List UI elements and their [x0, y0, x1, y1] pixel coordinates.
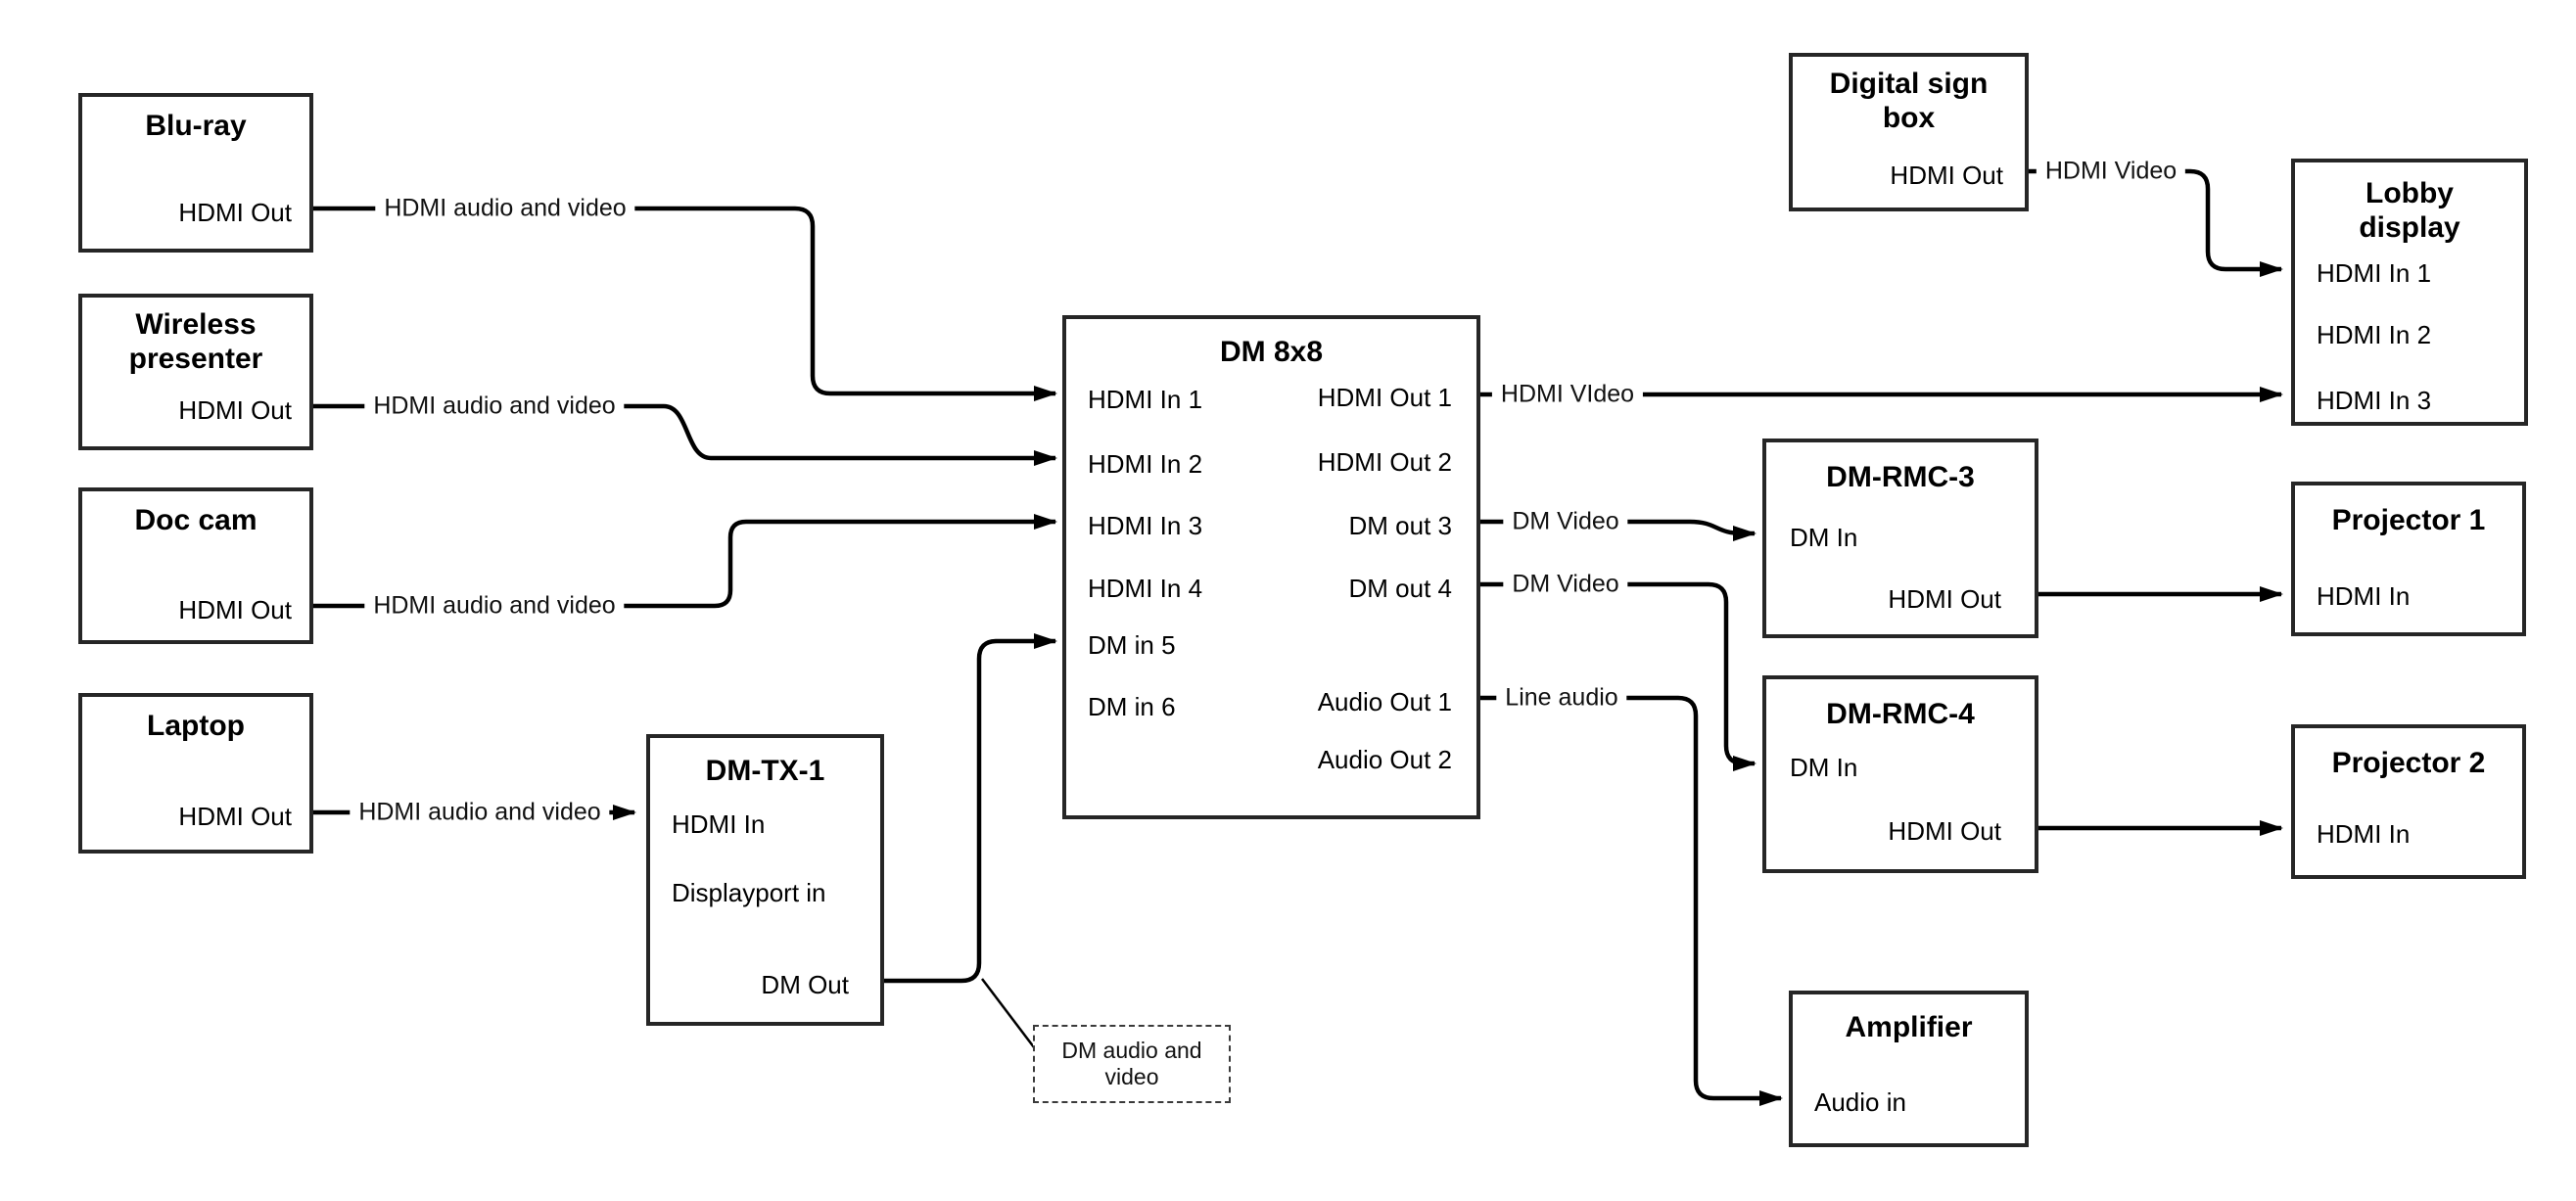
- node-wireless-presenter-title: Wireless presenter: [128, 308, 263, 375]
- node-doc-cam[interactable]: Doc cam HDMI Out: [78, 487, 313, 644]
- node-digital-sign-box-title: Digital sign box: [1829, 68, 1989, 134]
- edge-audio-out-1-amplifier[interactable]: [1480, 695, 1783, 1106]
- node-laptop[interactable]: Laptop HDMI Out: [78, 693, 313, 854]
- node-dm-8x8-port-dm-out-3: DM out 3: [1348, 511, 1453, 540]
- note-callout-line: [981, 978, 1035, 1048]
- node-dm-8x8-port-hdmi-in-1: HDMI In 1: [1088, 385, 1203, 414]
- edge-digital-sign-lobby-hdmi-in-1[interactable]: [2029, 168, 2283, 277]
- node-dm-8x8-port-hdmi-out-2: HDMI Out 2: [1317, 447, 1452, 477]
- node-wireless-presenter-port-hdmi-out: HDMI Out: [178, 395, 292, 425]
- node-dm-8x8-port-audio-out-1: Audio Out 1: [1317, 687, 1452, 716]
- node-lobby-display[interactable]: Lobby display HDMI In 1 HDMI In 2 HDMI I…: [2291, 159, 2528, 426]
- node-wireless-presenter[interactable]: Wireless presenter HDMI Out: [78, 294, 313, 450]
- edge-bluray-dm8x8-hdmi-in-1[interactable]: [313, 206, 1057, 401]
- edge-label-doccam: HDMI audio and video: [364, 591, 625, 621]
- node-doc-cam-port-hdmi-out: HDMI Out: [178, 595, 292, 624]
- node-dm-rmc-4-port-dm-in: DM In: [1790, 753, 1858, 782]
- edge-label-wireless: HDMI audio and video: [364, 392, 625, 421]
- node-dm-8x8-port-hdmi-in-3: HDMI In 3: [1088, 511, 1203, 540]
- node-lobby-display-port-hdmi-in-3: HDMI In 3: [2317, 386, 2432, 415]
- node-dm-rmc-4[interactable]: DM-RMC-4 DM In HDMI Out: [1762, 675, 2038, 873]
- edge-label-laptop: HDMI audio and video: [350, 798, 610, 827]
- node-dm-rmc-4-title: DM-RMC-4: [1826, 698, 1975, 730]
- node-dm-rmc-3-title: DM-RMC-3: [1826, 461, 1975, 493]
- node-dm-rmc-4-port-hdmi-out: HDMI Out: [1888, 816, 2001, 846]
- node-projector-1[interactable]: Projector 1 HDMI In: [2291, 482, 2526, 636]
- node-digital-sign-box-port-hdmi-out: HDMI Out: [1890, 161, 2003, 190]
- node-dm-rmc-3[interactable]: DM-RMC-3 DM In HDMI Out: [1762, 439, 2038, 638]
- node-dm-8x8-port-dm-out-4: DM out 4: [1348, 574, 1453, 603]
- node-lobby-display-title: Lobby display: [2359, 177, 2460, 244]
- node-bluray-title: Blu-ray: [145, 110, 247, 142]
- edge-label-hdmi-video-out1: HDMI VIdeo: [1491, 380, 1644, 409]
- node-dm-tx-1[interactable]: DM-TX-1 HDMI In Displayport in DM Out: [646, 734, 884, 1026]
- note-text-line1: DM audio and: [1061, 1038, 1202, 1063]
- edge-label-line-audio: Line audio: [1496, 683, 1627, 713]
- edge-dm-out-4-rmc4-dm-in[interactable]: [1480, 581, 1756, 771]
- note-dm-audio-and-video[interactable]: DM audio and video: [1033, 1025, 1231, 1103]
- edge-label-dm-video-3: DM Video: [1503, 507, 1628, 536]
- node-dm-8x8-port-dm-in-6: DM in 6: [1088, 692, 1176, 721]
- edge-wireless-dm8x8-hdmi-in-2[interactable]: [313, 403, 1057, 466]
- node-projector-1-port-hdmi-in: HDMI In: [2317, 581, 2411, 611]
- edge-doccam-dm8x8-hdmi-in-3[interactable]: [313, 514, 1057, 609]
- node-laptop-port-hdmi-out: HDMI Out: [178, 802, 292, 831]
- node-dm-8x8-port-audio-out-2: Audio Out 2: [1317, 745, 1452, 774]
- edge-dm-out-3-rmc3-dm-in[interactable]: [1480, 519, 1756, 541]
- node-dm-tx-1-port-dm-out: DM Out: [761, 970, 849, 999]
- node-dm-8x8-title: DM 8x8: [1219, 336, 1324, 368]
- note-text-line2: video: [1104, 1064, 1159, 1089]
- node-dm-tx-1-port-displayport-in: Displayport in: [672, 878, 826, 907]
- node-lobby-display-port-hdmi-in-1: HDMI In 1: [2317, 258, 2432, 288]
- node-bluray-port-hdmi-out: HDMI Out: [178, 198, 292, 227]
- node-projector-2[interactable]: Projector 2 HDMI In: [2291, 724, 2526, 879]
- node-dm-8x8[interactable]: DM 8x8 HDMI In 1 HDMI In 2 HDMI In 3 HDM…: [1062, 315, 1480, 819]
- node-projector-1-title: Projector 1: [2331, 504, 2486, 536]
- node-dm-8x8-port-hdmi-in-2: HDMI In 2: [1088, 449, 1203, 479]
- node-digital-sign-box[interactable]: Digital sign box HDMI Out: [1789, 53, 2029, 211]
- node-projector-2-title: Projector 2: [2331, 747, 2486, 779]
- node-bluray[interactable]: Blu-ray HDMI Out: [78, 93, 313, 253]
- node-dm-rmc-3-port-hdmi-out: HDMI Out: [1888, 584, 2001, 614]
- node-amplifier[interactable]: Amplifier Audio in: [1789, 991, 2029, 1147]
- edge-label-dm-video-4: DM Video: [1503, 570, 1628, 599]
- node-dm-tx-1-port-hdmi-in: HDMI In: [672, 809, 766, 839]
- node-dm-8x8-port-dm-in-5: DM in 5: [1088, 630, 1176, 660]
- edge-dmtx1-dm8x8-dm-in-5[interactable]: [884, 633, 1057, 984]
- node-doc-cam-title: Doc cam: [134, 504, 258, 536]
- node-dm-8x8-port-hdmi-in-4: HDMI In 4: [1088, 574, 1203, 603]
- edge-label-bluray: HDMI audio and video: [375, 194, 635, 223]
- node-projector-2-port-hdmi-in: HDMI In: [2317, 819, 2411, 849]
- node-dm-rmc-3-port-dm-in: DM In: [1790, 523, 1858, 552]
- note-text: DM audio and video: [1061, 1038, 1201, 1090]
- edge-label-hdmi-video-sign: HDMI Video: [2036, 157, 2186, 186]
- node-dm-tx-1-title: DM-TX-1: [705, 755, 825, 787]
- node-dm-8x8-port-hdmi-out-1: HDMI Out 1: [1317, 383, 1452, 412]
- node-lobby-display-port-hdmi-in-2: HDMI In 2: [2317, 320, 2432, 349]
- node-amplifier-title: Amplifier: [1845, 1011, 1973, 1043]
- node-amplifier-port-audio-in: Audio in: [1814, 1087, 1906, 1117]
- node-laptop-title: Laptop: [147, 710, 245, 742]
